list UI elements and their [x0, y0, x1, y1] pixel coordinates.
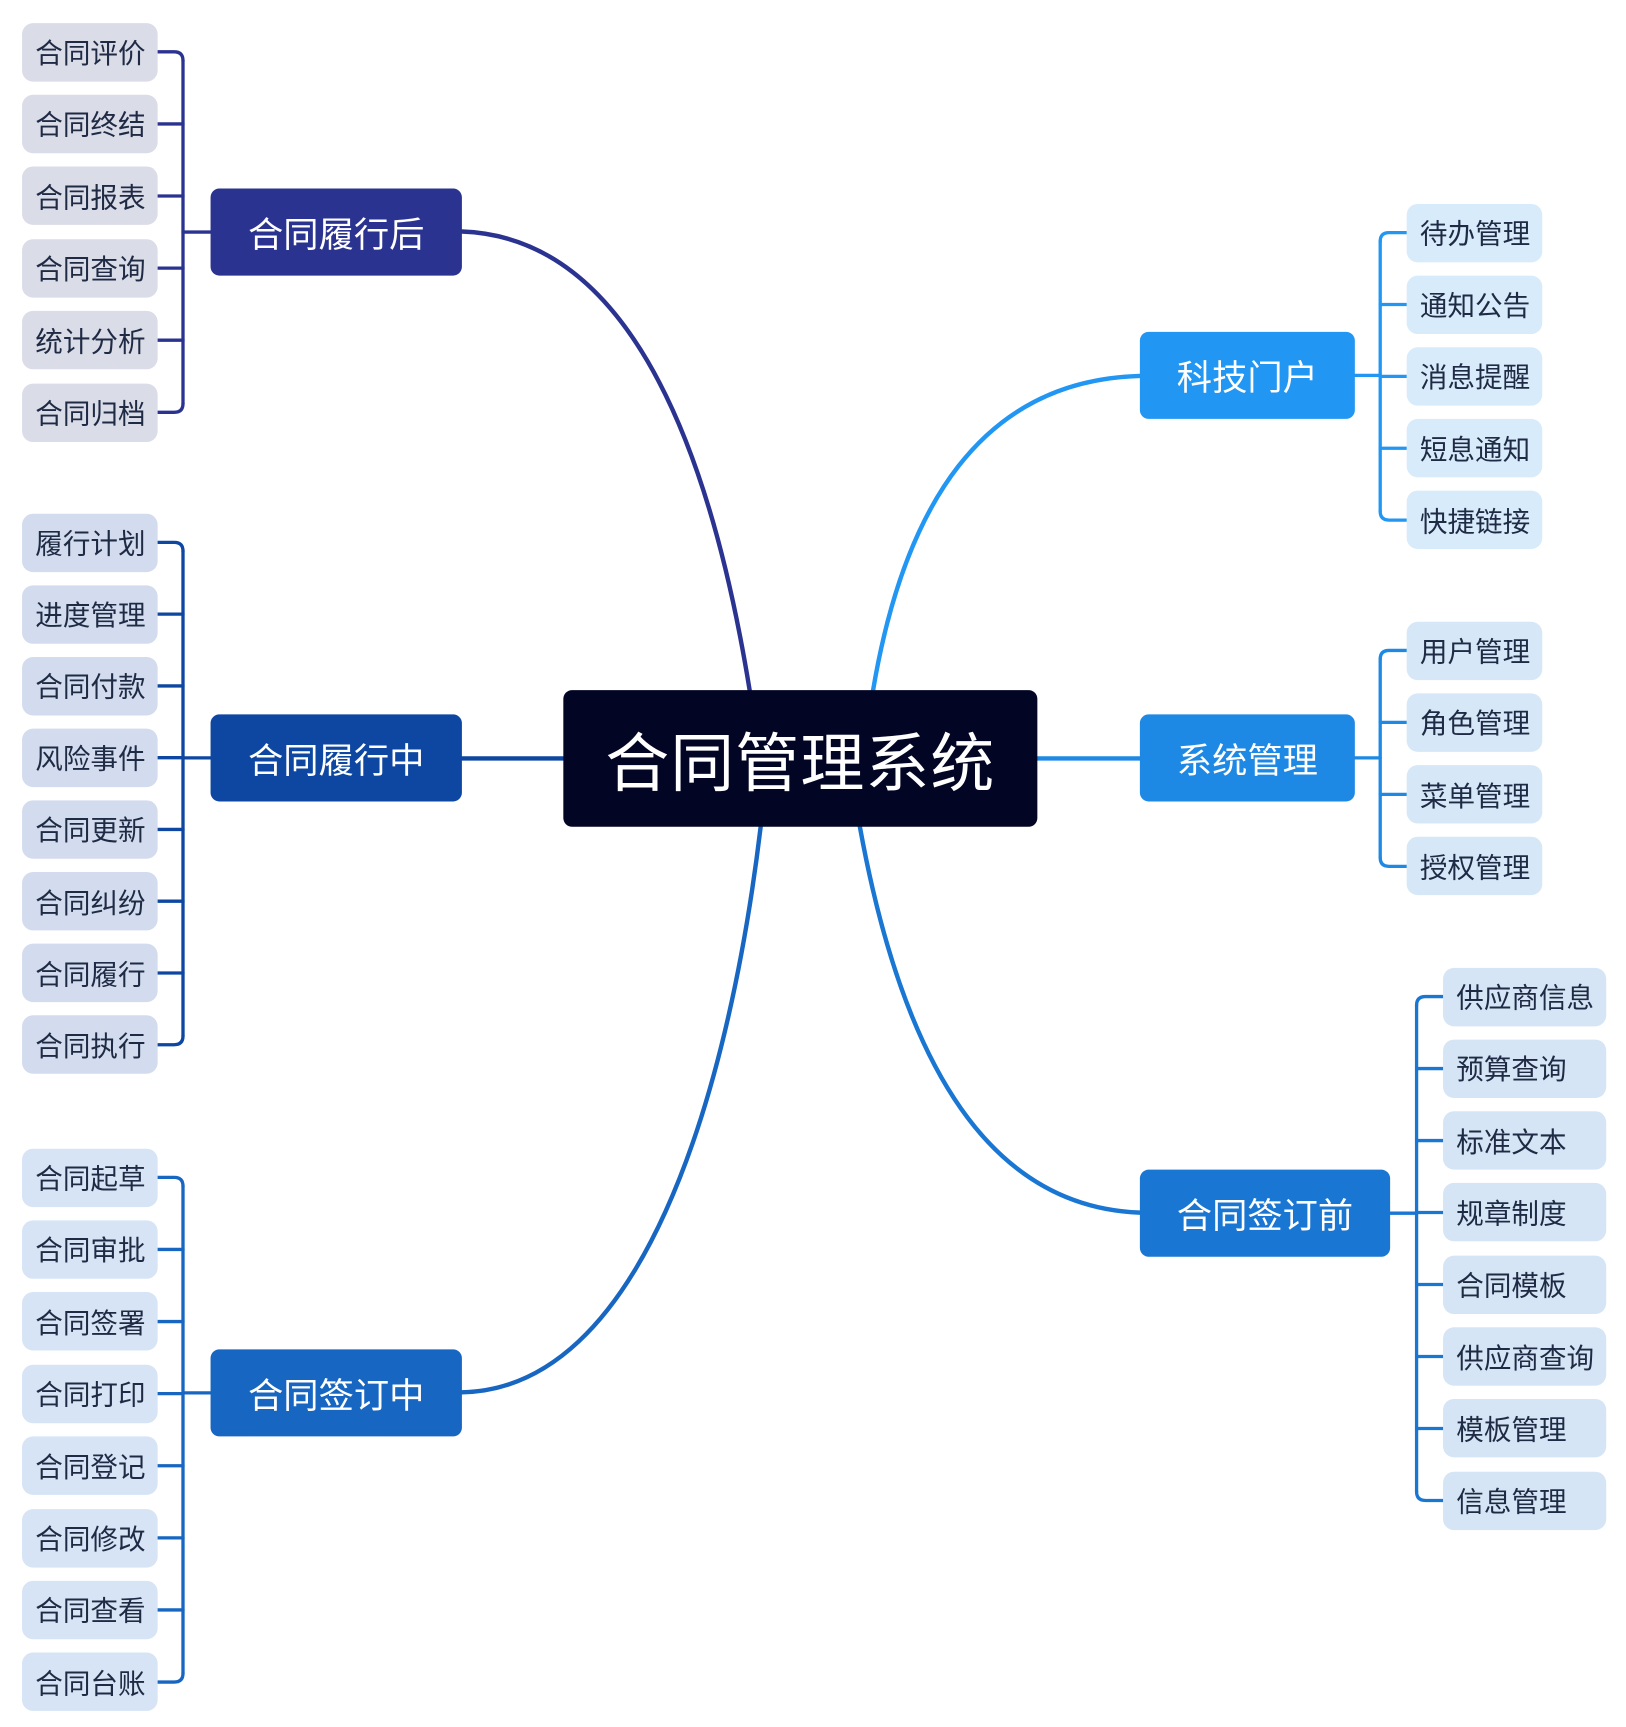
leaf-node[interactable]: 合同付款 — [22, 656, 158, 716]
connector-line — [870, 373, 1143, 693]
connector-line — [459, 824, 763, 1395]
connector-line — [459, 229, 752, 693]
connector-line — [857, 824, 1143, 1215]
leaf-node[interactable]: 待办管理 — [1406, 203, 1543, 262]
connector-line — [155, 1671, 185, 1684]
leaf-node[interactable]: 合同更新 — [22, 800, 158, 859]
leaf-node[interactable]: 合同台账 — [22, 1652, 158, 1712]
leaf-node[interactable]: 供应商信息 — [1443, 967, 1607, 1026]
leaf-node[interactable]: 用户管理 — [1406, 621, 1543, 680]
connector-line — [155, 540, 185, 553]
branch-node-tech-portal[interactable]: 科技门户 — [1139, 331, 1355, 419]
leaf-node[interactable]: 风险事件 — [22, 728, 158, 787]
leaf-node[interactable]: 合同归档 — [22, 383, 158, 442]
branch-node-contract-in-performance[interactable]: 合同履行中 — [210, 714, 462, 802]
branch-label: 合同签订中 — [248, 1374, 425, 1417]
leaf-node[interactable]: 进度管理 — [22, 584, 158, 644]
root-label: 合同管理系统 — [605, 726, 996, 802]
branch-label: 系统管理 — [1176, 739, 1318, 782]
connector-line — [155, 1034, 185, 1047]
leaf-node[interactable]: 模板管理 — [1443, 1399, 1607, 1458]
leaf-node[interactable]: 合同履行 — [22, 943, 158, 1003]
leaf-node[interactable]: 合同打印 — [22, 1364, 158, 1423]
leaf-node[interactable]: 合同审批 — [22, 1220, 158, 1279]
connector-line — [1414, 1490, 1445, 1503]
leaf-node[interactable]: 合同起草 — [22, 1148, 158, 1207]
leaf-node[interactable]: 快捷链接 — [1406, 490, 1543, 550]
leaf-node[interactable]: 统计分析 — [22, 310, 158, 370]
root-node[interactable]: 合同管理系统 — [563, 690, 1038, 827]
connector-line — [155, 50, 185, 63]
branch-label: 合同履行中 — [248, 739, 425, 782]
leaf-node[interactable]: 信息管理 — [1443, 1471, 1607, 1530]
branch-node-system-management[interactable]: 系统管理 — [1139, 714, 1355, 802]
connector-line — [1378, 509, 1409, 522]
connector-line — [1378, 648, 1409, 661]
leaf-node[interactable]: 合同报表 — [22, 166, 158, 226]
leaf-node[interactable]: 合同终结 — [22, 94, 158, 154]
leaf-node[interactable]: 规章制度 — [1443, 1183, 1607, 1242]
leaf-node[interactable]: 履行计划 — [22, 513, 158, 572]
leaf-node[interactable]: 授权管理 — [1406, 837, 1543, 896]
leaf-node[interactable]: 合同登记 — [22, 1436, 158, 1495]
leaf-node[interactable]: 合同评价 — [22, 22, 158, 82]
branch-node-contract-signing[interactable]: 合同签订中 — [210, 1349, 462, 1437]
leaf-node[interactable]: 合同查看 — [22, 1580, 158, 1640]
leaf-node[interactable]: 合同修改 — [22, 1508, 158, 1568]
leaf-node[interactable]: 标准文本 — [1443, 1111, 1607, 1170]
leaf-node[interactable]: 合同模板 — [1443, 1255, 1607, 1314]
connector-line — [1414, 994, 1445, 1008]
connector-line — [155, 1175, 185, 1188]
leaf-node[interactable]: 短息通知 — [1406, 419, 1543, 478]
leaf-node[interactable]: 合同签署 — [22, 1292, 158, 1351]
branch-node-before-signing[interactable]: 合同签订前 — [1139, 1169, 1391, 1257]
leaf-node[interactable]: 合同执行 — [22, 1015, 158, 1074]
leaf-node[interactable]: 预算查询 — [1443, 1039, 1607, 1098]
branch-label: 科技门户 — [1176, 356, 1318, 399]
leaf-node[interactable]: 角色管理 — [1406, 693, 1543, 752]
connector-line — [1378, 230, 1409, 244]
branch-label: 合同履行后 — [248, 213, 425, 256]
leaf-node[interactable]: 合同纠纷 — [22, 871, 158, 931]
branch-node-contract-after-performance[interactable]: 合同履行后 — [210, 188, 462, 276]
leaf-node[interactable]: 通知公告 — [1406, 275, 1543, 334]
connector-line — [1378, 855, 1409, 869]
leaf-node[interactable]: 供应商查询 — [1443, 1327, 1607, 1386]
connector-line — [155, 401, 185, 414]
leaf-node[interactable]: 消息提醒 — [1406, 347, 1543, 406]
leaf-node[interactable]: 菜单管理 — [1406, 765, 1543, 824]
leaf-node[interactable]: 合同查询 — [22, 238, 158, 298]
branch-label: 合同签订前 — [1176, 1194, 1354, 1237]
